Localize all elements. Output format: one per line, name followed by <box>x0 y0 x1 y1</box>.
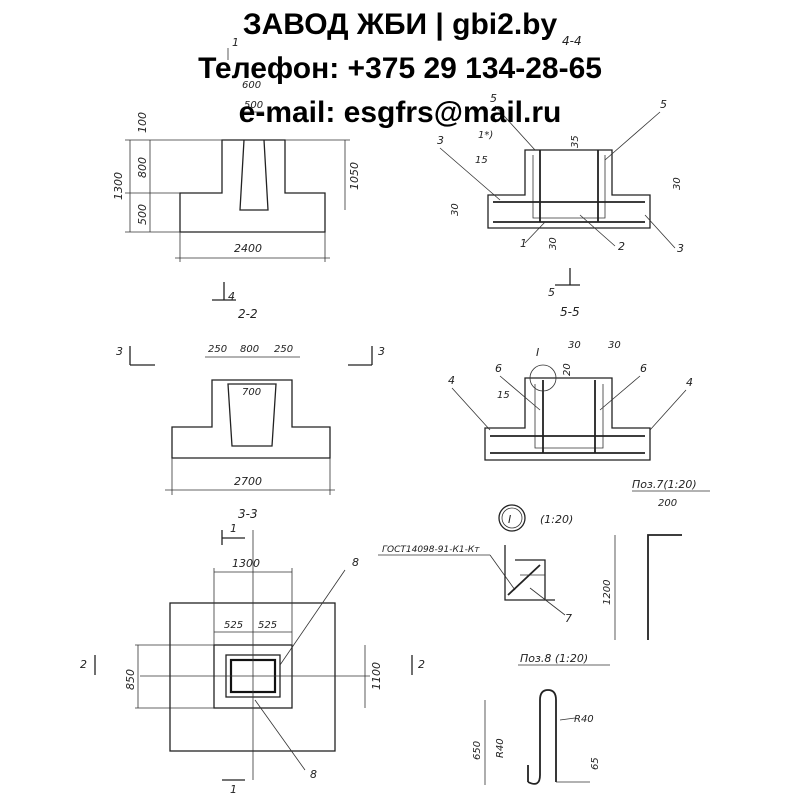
dim-525b: 525 <box>258 620 277 631</box>
dim-250a: 250 <box>208 344 227 355</box>
label-7: 7 <box>565 612 572 625</box>
section-2-2-title: 2-2 <box>238 307 258 321</box>
position-7: Поз.7(1:20) 200 1200 <box>602 478 710 640</box>
dim-2400: 2400 <box>234 242 262 255</box>
detail-gost: ГОСТ14098-91-К1-Кт <box>382 545 480 555</box>
dim-30a: 30 <box>568 340 581 351</box>
dim-20: 20 <box>562 363 573 376</box>
label-5b: 5 <box>660 98 667 111</box>
label-1: 1 <box>520 237 527 250</box>
label-8a: 8 <box>352 556 359 569</box>
dim-525a: 525 <box>224 620 243 631</box>
detail-mark: I <box>508 513 511 526</box>
dim-35: 35 <box>570 135 581 148</box>
dim-700: 700 <box>242 387 261 398</box>
dim-600: 600 <box>242 80 261 91</box>
label-3a: 3 <box>437 134 444 147</box>
dim-65: 65 <box>590 757 601 770</box>
dim-800: 800 <box>136 157 149 178</box>
label-3b: 3 <box>677 242 684 255</box>
section-1-1-body <box>179 139 326 233</box>
header-phone: Телефон: +375 29 134-28-65 <box>198 52 602 85</box>
cut-mark-5: 5 <box>548 286 555 299</box>
dim-500: 500 <box>136 204 149 225</box>
cut-mark-2-right: 2 <box>418 658 425 671</box>
section-4-4-title: 4-4 <box>562 34 582 48</box>
detail-scale: (1:20) <box>540 513 573 526</box>
dim-1300: 1300 <box>232 557 260 570</box>
section-5-5: 5-5 I 30 30 20 15 6 6 4 4 <box>448 305 693 461</box>
section-4-4: 4-4 35 15 30 30 30 5 5 1*) 3 3 1 2 5 <box>437 34 684 299</box>
dim-15: 15 <box>497 390 510 401</box>
section-2-2-body <box>171 379 331 459</box>
cut-mark-4: 4 <box>228 290 235 303</box>
dim-1050: 1050 <box>348 162 361 190</box>
cut-mark-1-bottom: 1 <box>230 783 237 796</box>
pos7-title: Поз.7(1:20) <box>632 478 697 491</box>
dim-800: 800 <box>240 344 259 355</box>
header-company: ЗАВОД ЖБИ | gbi2.by <box>242 8 558 41</box>
dim-2700: 2700 <box>234 475 262 488</box>
dim-250b: 250 <box>274 344 293 355</box>
dim-30-right: 30 <box>672 177 683 190</box>
section-1-1: 2400 1300 800 500 100 1050 500 600 1 4 <box>112 36 361 303</box>
dim-1300: 1300 <box>112 172 125 200</box>
cut-mark-2-left: 2 <box>80 658 87 671</box>
section-5-5-title: 5-5 <box>560 305 580 319</box>
r40-left: R40 <box>495 738 506 758</box>
dim-650: 650 <box>472 741 483 760</box>
r40-right: R40 <box>574 714 594 725</box>
section-2-2: 2-2 2700 250 800 250 700 3 3 <box>116 307 385 495</box>
dim-30-left: 30 <box>450 203 461 216</box>
dim-200: 200 <box>658 498 677 509</box>
dim-500-top: 500 <box>244 100 263 111</box>
cut-mark-1-top: 1 <box>230 522 237 535</box>
dim-15: 15 <box>475 155 488 166</box>
section-3-3-title: 3-3 <box>238 507 258 521</box>
label-1star: 1*) <box>478 130 493 141</box>
dim-30b: 30 <box>608 340 621 351</box>
label-2: 2 <box>618 240 625 253</box>
cut-mark-1: 1 <box>232 36 239 49</box>
label-6a: 6 <box>495 362 502 375</box>
pos8-title: Поз.8 (1:20) <box>520 652 588 665</box>
detail-I: I (1:20) ГОСТ14098-91-К1-Кт 7 <box>378 504 573 625</box>
dim-1100: 1100 <box>370 662 383 690</box>
dim-100: 100 <box>136 112 149 133</box>
dim-30-mid: 30 <box>548 237 559 250</box>
label-5a: 5 <box>490 92 497 105</box>
position-8: Поз.8 (1:20) 650 R40 R40 65 <box>472 652 610 785</box>
cut-mark-3-right: 3 <box>378 345 385 358</box>
header-email: e-mail: esgfrs@mail.ru <box>238 96 562 129</box>
label-8b: 8 <box>310 768 317 781</box>
label-I: I <box>536 346 539 359</box>
dim-850: 850 <box>124 669 137 690</box>
dim-1200: 1200 <box>602 580 613 605</box>
cut-mark-3-left: 3 <box>116 345 123 358</box>
label-4b: 4 <box>686 376 693 389</box>
label-6b: 6 <box>640 362 647 375</box>
label-4a: 4 <box>448 374 455 387</box>
section-3-3: 3-3 1300 525 525 850 1100 8 8 1 1 2 2 <box>80 507 425 796</box>
